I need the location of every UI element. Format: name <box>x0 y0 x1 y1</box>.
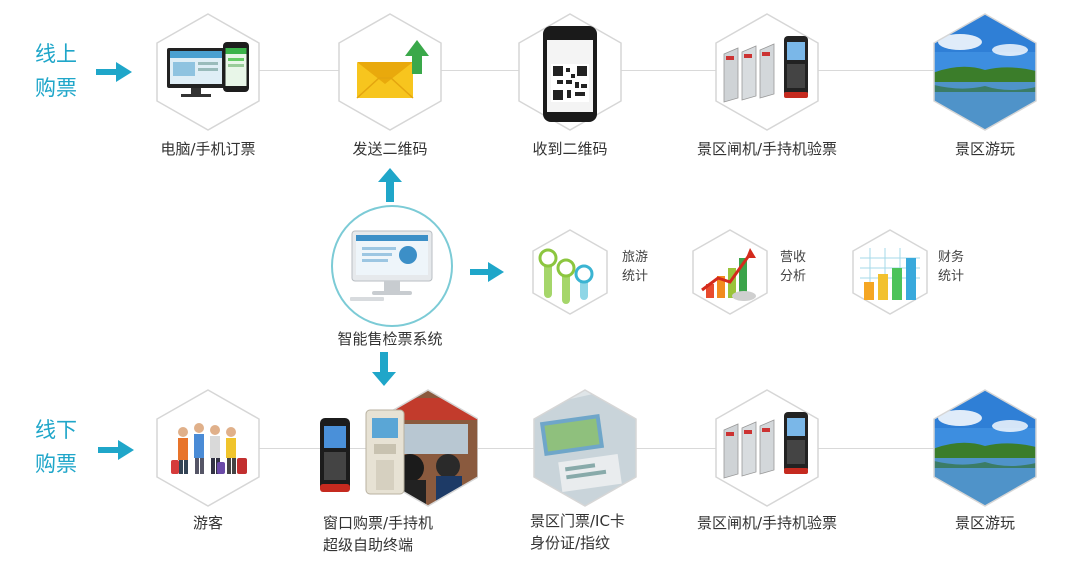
offline-purchase-label: 线下 购票 <box>26 413 86 481</box>
revenue-analysis-item <box>690 228 770 316</box>
tourists-icon <box>156 389 260 507</box>
revenue-chart-icon <box>692 229 768 315</box>
offline-step-3-label-line1: 景区门票/IC卡 <box>530 512 625 530</box>
finance-bar-chart-icon <box>852 229 928 315</box>
online-step-5-label: 景区游玩 <box>954 140 1015 158</box>
offline-step-ticket-card <box>530 388 640 508</box>
offline-step-3-label: 景区门票/IC卡 身份证/指纹 <box>530 510 650 554</box>
finance-stats-line1: 财务 <box>938 250 965 265</box>
offline-step-window-kiosk <box>318 388 478 508</box>
desktop-computer-icon <box>350 230 433 301</box>
tourism-stats-icon <box>532 229 608 315</box>
online-label-line2: 购票 <box>35 76 77 100</box>
envelope-upload-icon <box>338 13 442 131</box>
online-step-scenic-tour <box>930 12 1040 132</box>
up-arrow-icon <box>378 168 402 202</box>
online-step-2-label: 发送二维码 <box>352 140 428 158</box>
offline-step-2-label: 窗口购票/手持机 超级自助终端 <box>323 512 463 556</box>
online-step-4-label: 景区闸机/手持机验票 <box>696 140 838 158</box>
offline-step-scenic-tour <box>930 388 1040 508</box>
ticket-window-kiosk-icon <box>320 389 478 507</box>
ticket-card-icon <box>533 389 637 507</box>
tourism-stats-label: 旅游 统计 <box>622 248 654 286</box>
offline-step-2-label-line1: 窗口购票/手持机 <box>323 514 434 532</box>
offline-step-1-label: 游客 <box>192 514 223 532</box>
right-arrow-icon <box>470 262 504 282</box>
online-label-line1: 线上 <box>35 42 77 66</box>
online-step-receive-qr <box>515 12 625 132</box>
finance-stats-label: 财务 统计 <box>938 248 970 286</box>
online-step-3-label: 收到二维码 <box>532 140 608 158</box>
offline-step-4-label: 景区闸机/手持机验票 <box>696 514 838 532</box>
online-purchase-label: 线上 购票 <box>26 37 86 105</box>
offline-step-gate-check <box>712 388 822 508</box>
turnstile-handheld-icon <box>715 13 819 131</box>
revenue-analysis-line2: 分析 <box>780 269 807 284</box>
online-arrow-icon <box>96 62 132 82</box>
offline-label-line2: 购票 <box>35 452 77 476</box>
computer-phone-icon <box>156 13 260 131</box>
offline-step-tourists <box>153 388 263 508</box>
down-arrow-icon <box>372 352 396 386</box>
offline-step-3-label-line2: 身份证/指纹 <box>530 534 611 552</box>
offline-step-2-label-line2: 超级自助终端 <box>323 536 414 554</box>
ticket-system-label: 智能售检票系统 <box>337 330 443 348</box>
tourism-stats-line2: 统计 <box>622 269 649 284</box>
finance-stats-item <box>850 228 930 316</box>
offline-label-line1: 线下 <box>35 418 77 442</box>
offline-step-5-label: 景区游玩 <box>954 514 1015 532</box>
offline-arrow-icon <box>98 440 134 460</box>
online-step-1-label: 电脑/手机订票 <box>160 140 256 158</box>
phone-qr-code-icon <box>518 13 622 131</box>
tourism-stats-item <box>530 228 610 316</box>
turnstile-handheld-icon <box>715 389 819 507</box>
scenic-landscape-icon <box>933 389 1037 507</box>
online-step-send-qr <box>335 12 445 132</box>
revenue-analysis-label: 营收 分析 <box>780 248 812 286</box>
online-step-gate-check <box>712 12 822 132</box>
tourism-stats-line1: 旅游 <box>622 250 649 265</box>
scenic-landscape-icon <box>933 13 1037 131</box>
revenue-analysis-line1: 营收 <box>780 250 807 265</box>
finance-stats-line2: 统计 <box>938 269 965 284</box>
online-step-computer-phone <box>153 12 263 132</box>
